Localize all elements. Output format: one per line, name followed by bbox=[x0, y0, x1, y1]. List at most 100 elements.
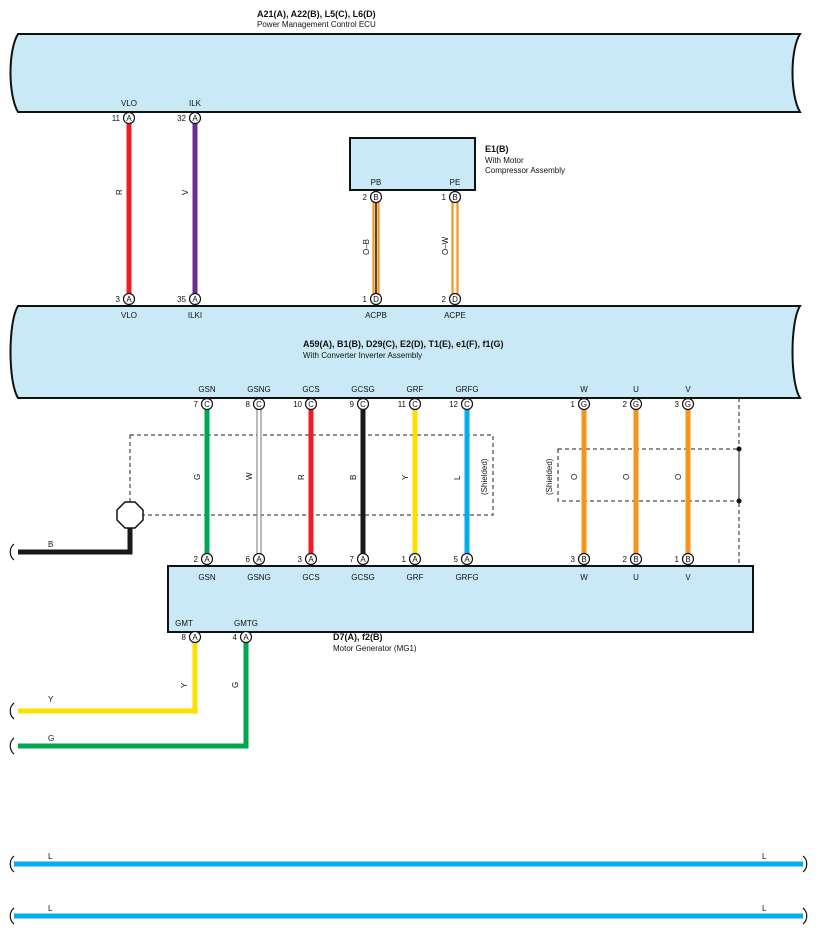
compressor-pb-color-label: O–B bbox=[362, 239, 371, 255]
signal-gsn-top-pin bbox=[200, 397, 214, 411]
continuation-y-label: Y bbox=[48, 695, 54, 704]
shielded-label-signal: (Shielded) bbox=[480, 458, 489, 495]
ecu-vlo-top-pin bbox=[122, 111, 136, 125]
gmtg-color-label: G bbox=[231, 682, 240, 688]
signal-gsn-top-name: GSN bbox=[198, 385, 216, 394]
signal-gsn-top-pin-number: 7 bbox=[194, 400, 199, 409]
signal-gcsg-top-pin-number: 9 bbox=[350, 400, 355, 409]
signal-gsng-top-name: GSNG bbox=[247, 385, 271, 394]
signal-gsn-bottom-pin-conn: A bbox=[204, 555, 210, 564]
signal-grfg-top-pin bbox=[460, 397, 474, 411]
power-v-bottom-pin-conn: B bbox=[685, 555, 690, 564]
signal-grfg-top-pin-conn: C bbox=[464, 400, 470, 409]
power-u-top-pin-conn: G bbox=[633, 400, 639, 409]
continuation-g-label: G bbox=[48, 734, 54, 743]
ecu-vlo-bottom-name: VLO bbox=[121, 311, 137, 320]
signal-gcsg-bottom-pin-number: 7 bbox=[350, 555, 355, 564]
signal-gcs-bottom-pin-number: 3 bbox=[298, 555, 303, 564]
signal-gsn-color-label: G bbox=[193, 474, 202, 480]
compressor-pe-bottom-pin-conn: D bbox=[452, 295, 458, 304]
l-line-1-right-label: L bbox=[762, 852, 767, 861]
signal-gcsg-bottom-pin-conn: A bbox=[360, 555, 366, 564]
signal-gcs-bottom-name: GCS bbox=[302, 573, 319, 582]
power-management-ecu-block bbox=[9, 33, 802, 113]
power-u-bottom-name: U bbox=[633, 573, 639, 582]
gmtg-pin: A 4 bbox=[233, 630, 253, 644]
compressor-pb-top-name: PB bbox=[371, 178, 382, 187]
ecu-vlo-top-name: VLO bbox=[121, 99, 137, 108]
signal-gcs-top-pin bbox=[304, 397, 318, 411]
ecu-vlo-bottom-pin-number: 3 bbox=[116, 295, 121, 304]
signal-gcs-color-label: R bbox=[297, 474, 306, 480]
signal-grfg-bottom-pin bbox=[460, 552, 474, 566]
signal-grf-top-name: GRF bbox=[407, 385, 424, 394]
shield-junction-dot bbox=[736, 446, 742, 452]
shielded-label-power: (Shielded) bbox=[545, 458, 554, 495]
ecu-ilk-top-pin-number: 32 bbox=[177, 114, 186, 123]
ecu-vlo-bottom-pin bbox=[122, 292, 136, 306]
gmt-terminal-name: GMT bbox=[175, 619, 193, 628]
ecu-ilk-bottom-pin-conn: A bbox=[192, 295, 198, 304]
compressor-pb-bottom-name: ACPB bbox=[365, 311, 387, 320]
ecu-ilk-bottom-pin bbox=[188, 292, 202, 306]
compressor-pe-bottom-pin-number: 2 bbox=[442, 295, 447, 304]
ecu-vlo-bottom-pin-conn: A bbox=[126, 295, 132, 304]
power-u-bottom-pin-conn: B bbox=[633, 555, 638, 564]
signal-gsn-top-pin-conn: C bbox=[204, 400, 210, 409]
ecu-ilk-top-name: ILK bbox=[189, 99, 202, 108]
signal-grf-bottom-pin bbox=[408, 552, 422, 566]
gmt-pin: A 8 bbox=[182, 630, 202, 644]
ecu-name: Power Management Control ECU bbox=[257, 20, 376, 29]
power-w-bottom-pin-number: 3 bbox=[571, 555, 576, 564]
signal-gcsg-bottom-name: GCSG bbox=[351, 573, 375, 582]
compressor-pb-top-pin-number: 2 bbox=[363, 193, 368, 202]
signal-grf-bottom-name: GRF bbox=[407, 573, 424, 582]
ecu-ilk-top-pin-conn: A bbox=[192, 114, 198, 123]
svg-text:8: 8 bbox=[182, 633, 187, 642]
power-w-top-pin-conn: G bbox=[581, 400, 587, 409]
ecu-ilk-top-pin bbox=[188, 111, 202, 125]
svg-text:4: 4 bbox=[233, 633, 238, 642]
compressor-block bbox=[349, 137, 476, 191]
ecu-ilk-color-label: V bbox=[181, 189, 190, 195]
gmt-wire bbox=[18, 641, 198, 714]
mg1-ref: D7(A), f2(B) bbox=[333, 632, 383, 642]
ecu-ilk-bottom-pin-number: 35 bbox=[177, 295, 186, 304]
compressor-pb-bottom-pin-number: 1 bbox=[363, 295, 368, 304]
signal-gsng-bottom-pin-number: 6 bbox=[246, 555, 251, 564]
signal-gsng-top-pin bbox=[252, 397, 266, 411]
compressor-pb-top-pin-conn: B bbox=[373, 193, 378, 202]
signal-gcsg-top-pin bbox=[356, 397, 370, 411]
compressor-pb-bottom-pin bbox=[369, 292, 383, 306]
signal-grf-bottom-pin-number: 1 bbox=[402, 555, 407, 564]
power-u-bottom-pin bbox=[629, 552, 643, 566]
signal-gcs-bottom-pin-conn: A bbox=[308, 555, 314, 564]
signal-gcs-top-name: GCS bbox=[302, 385, 319, 394]
signal-gcs-top-pin-number: 10 bbox=[293, 400, 302, 409]
compressor-pe-top-pin bbox=[448, 190, 462, 204]
signal-gsng-bottom-name: GSNG bbox=[247, 573, 271, 582]
signal-gcsg-top-name: GCSG bbox=[351, 385, 375, 394]
signal-grf-color-label: Y bbox=[401, 474, 410, 480]
power-w-bottom-pin-conn: B bbox=[581, 555, 586, 564]
power-u-top-pin-number: 2 bbox=[623, 400, 628, 409]
signal-gcsg-bottom-pin bbox=[356, 552, 370, 566]
power-w-bottom-pin bbox=[577, 552, 591, 566]
signal-grfg-top-pin-number: 12 bbox=[449, 400, 458, 409]
signal-gsn-bottom-pin bbox=[200, 552, 214, 566]
signal-grfg-bottom-pin-number: 5 bbox=[454, 555, 459, 564]
compressor-pe-bottom-name: ACPE bbox=[444, 311, 466, 320]
shield-ground-symbol bbox=[116, 501, 144, 529]
signal-gsng-bottom-pin-conn: A bbox=[256, 555, 262, 564]
signal-grfg-top-name: GRFG bbox=[455, 385, 478, 394]
power-v-bottom-name: V bbox=[685, 573, 691, 582]
wires-layer: A11A3VLOVLORA32A35ILKILKIVB2D1PBACPBO–BB… bbox=[112, 99, 695, 582]
power-v-top-pin-number: 3 bbox=[675, 400, 680, 409]
power-w-top-pin bbox=[577, 397, 591, 411]
signal-gsn-bottom-name: GSN bbox=[198, 573, 216, 582]
signal-grfg-color-label: L bbox=[453, 475, 462, 480]
gmt-color-label: Y bbox=[180, 682, 189, 688]
signal-grf-top-pin bbox=[408, 397, 422, 411]
compressor-pe-color-label: O–W bbox=[441, 236, 450, 255]
